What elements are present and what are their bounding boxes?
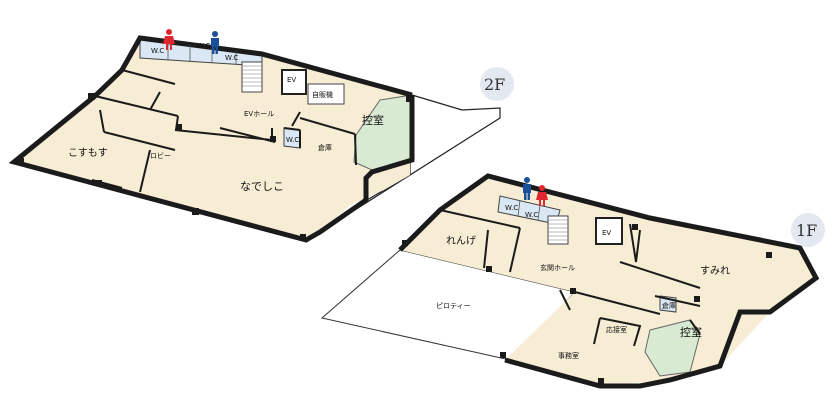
1f-piloti-label: ピロティー: [436, 302, 471, 310]
2f-hikaeshitsu-label: 控室: [362, 113, 384, 127]
2f-stairs: [241, 61, 263, 93]
2f-wc-left-label: W.C: [151, 47, 164, 55]
2f-soko-label: 倉庫: [318, 143, 332, 152]
2f-ev-hall-label: EVホール: [244, 110, 274, 118]
1f-oshitsu-label: 応接室: [606, 325, 627, 334]
1f-sumire-label: すみれ: [700, 265, 730, 277]
1f-badge-circle: [791, 213, 825, 247]
1f-wc-dividers: [517, 199, 541, 221]
1f-genkan-hall-label: 玄関ホール: [540, 263, 575, 272]
1f-soko-label: 倉庫: [662, 301, 676, 310]
floor-1f: W.C W.C EV れんげ 玄関ホール すみれ ピロティー 倉庫 控室 応接室…: [320, 173, 825, 389]
2f-wc-mid-label: W.C: [197, 42, 210, 50]
1f-ev-box: [595, 217, 623, 245]
1f-wc-left-label: W.C: [505, 204, 518, 212]
2f-lobby-label: ロビー: [150, 151, 171, 160]
1f-hikaeshitsu-label: 控室: [680, 325, 702, 339]
2f-kosumosu-label: こすもす: [68, 147, 108, 159]
2f-badge-circle: [480, 67, 514, 101]
2f-vending-box: [307, 83, 345, 105]
1f-outer-wall: [398, 173, 820, 389]
2f-nadeshiko-label: なでしこ: [240, 180, 284, 193]
1f-stairs: [547, 215, 569, 245]
1f-wc-right-label: W.C: [525, 211, 538, 219]
2f-ev-label: EV: [287, 76, 296, 84]
1f-jimushitsu-label: 事務室: [558, 351, 579, 360]
2f-stair-steps: [242, 65, 262, 87]
1f-pillars: [402, 224, 772, 384]
1f-inner-walls: [439, 209, 701, 347]
male-restroom-icon: [523, 177, 531, 200]
2f-wc-right-label: W.C: [225, 54, 238, 62]
2f-ev-box: [281, 69, 307, 95]
2f-vending-label: 自販機: [312, 90, 333, 99]
1f-ev-label: EV: [602, 229, 611, 237]
2f-small-wc-label: W.C: [286, 136, 299, 144]
1f-badge-label: 1F: [796, 221, 817, 240]
2f-badge-label: 2F: [484, 75, 505, 94]
1f-stair-steps: [548, 219, 568, 241]
female-restroom-icon: [536, 185, 548, 206]
female-restroom-icon: [163, 29, 175, 50]
2f-inner-walls: [91, 69, 357, 193]
1f-floor-fill: [400, 176, 816, 386]
1f-renge-label: れんげ: [446, 235, 476, 247]
male-restroom-icon: [211, 31, 219, 54]
floor-2f: W.C W.C W.C EV 自販機 EVホール 控室 W.C 倉庫 こすもす …: [8, 29, 514, 243]
2f-pillars: [18, 93, 412, 240]
